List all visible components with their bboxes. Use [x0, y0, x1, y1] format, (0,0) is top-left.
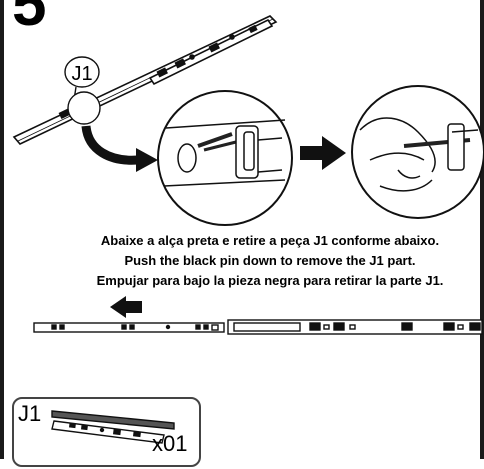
page-border-right — [480, 0, 484, 459]
instruction-spanish: Empujar para bajo la pieza negra para re… — [96, 273, 444, 288]
part-quantity: x01 — [152, 431, 188, 456]
instruction-portuguese: Abaixe a alça preta e retire a peça J1 c… — [100, 233, 440, 248]
right-arrow-icon — [300, 136, 346, 170]
j1-part-image — [51, 410, 175, 444]
step-number: 5 — [12, 0, 47, 39]
outer-rail — [227, 319, 483, 335]
instruction-english: Push the black pin down to remove the J1… — [124, 253, 416, 268]
zoom-circle-hand — [351, 85, 484, 219]
part-label: J1 — [18, 401, 42, 426]
zoom-circle-pin — [157, 90, 293, 226]
j1-callout — [64, 56, 101, 125]
instruction-text: Abaixe a alça preta e retire a peça J1 c… — [60, 231, 480, 291]
parts-list-box: J1 x01 — [12, 397, 201, 467]
left-arrow-icon — [110, 296, 142, 318]
inner-rail — [33, 322, 225, 333]
rail-separation-illustration — [33, 296, 483, 335]
j1-callout-label: J1 — [71, 63, 92, 85]
page-border-left — [0, 0, 4, 459]
curved-arrow-icon — [81, 125, 158, 172]
rail-detail-illustration: J1 — [12, 15, 484, 226]
